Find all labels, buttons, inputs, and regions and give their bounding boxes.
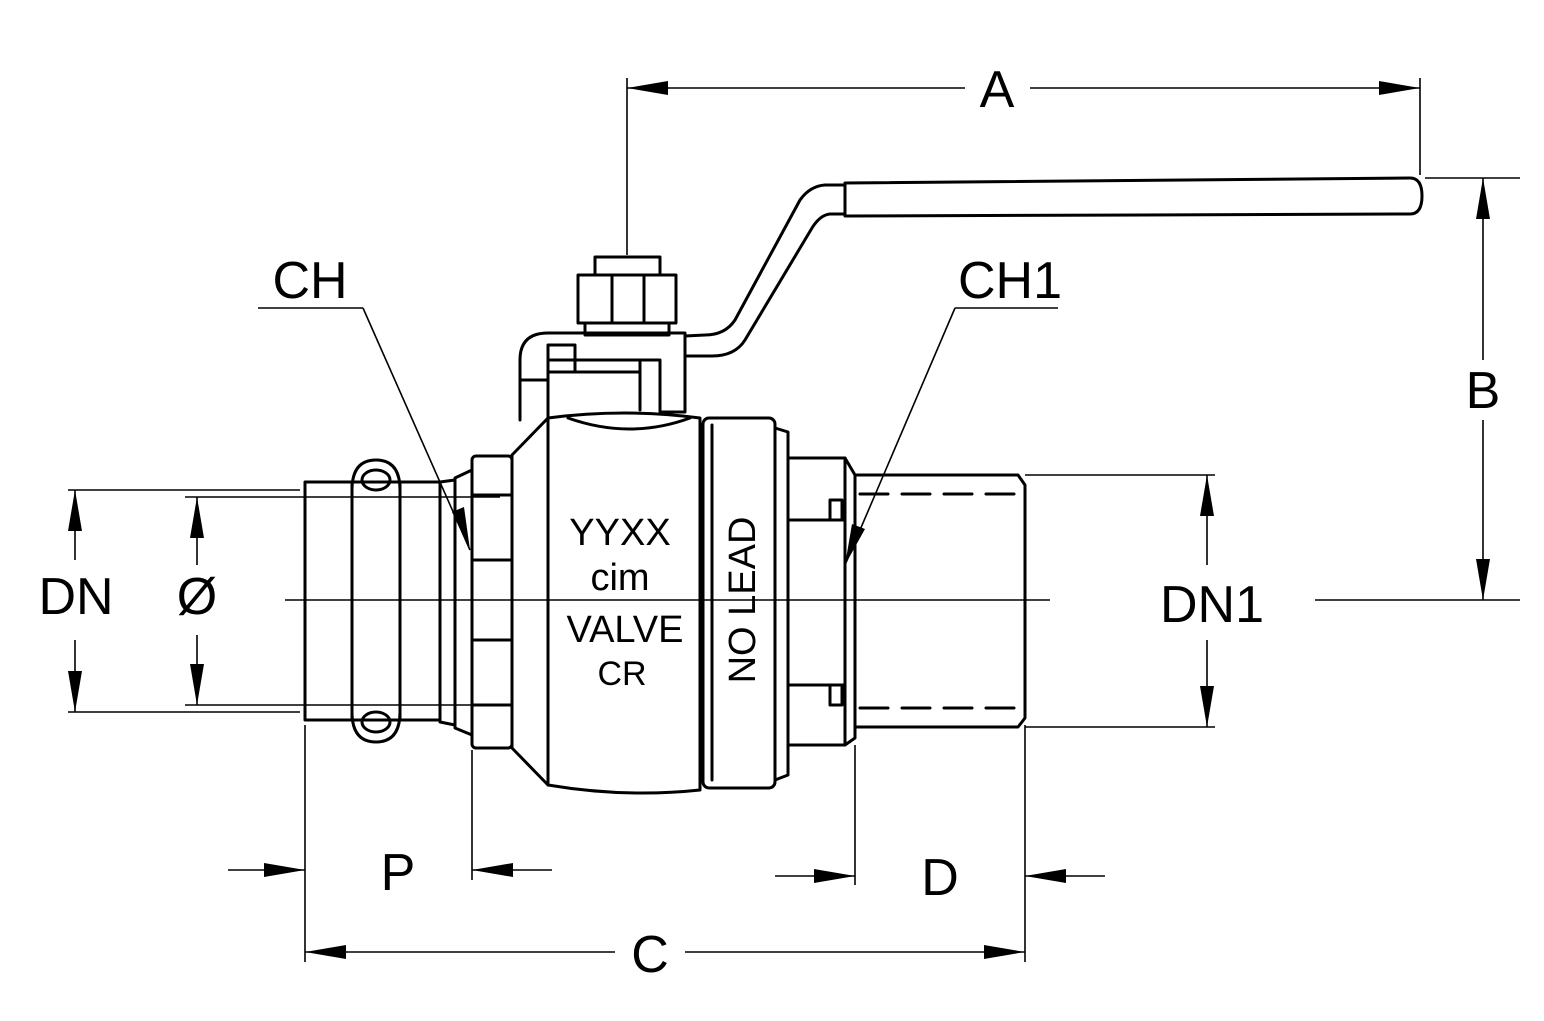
valve-body (510, 411, 702, 795)
body-markings: YYXX cim VALVE CR NO LEAD (567, 512, 764, 693)
dimension-c: C (304, 725, 1026, 984)
label-p: P (381, 844, 416, 902)
label-ch: CH (272, 252, 347, 310)
callout-ch: CH (258, 252, 471, 551)
dimension-d: D (775, 745, 1105, 907)
label-diameter: Ø (177, 568, 217, 626)
label-dn: DN (38, 568, 113, 626)
lever-handle (683, 176, 1424, 358)
marking-no-lead: NO LEAD (722, 517, 764, 684)
label-dn1: DN1 (1160, 576, 1264, 634)
dimension-dn: DN (38, 489, 300, 713)
dimension-b: B (1315, 177, 1520, 601)
marking-brand: cim (590, 557, 649, 599)
label-ch1: CH1 (958, 252, 1062, 310)
male-thread-end (853, 473, 1027, 729)
dimension-a: A (626, 61, 1421, 255)
dimension-p: P (228, 750, 552, 902)
callout-ch1: CH1 (844, 252, 1062, 566)
label-c: C (631, 926, 669, 984)
body-ring (701, 416, 790, 790)
dimension-diameter: Ø (177, 496, 500, 706)
press-fitting (303, 458, 442, 744)
label-b: B (1466, 362, 1501, 420)
right-hex (786, 456, 857, 747)
label-a: A (980, 61, 1015, 119)
lever-bracket (518, 331, 687, 422)
dimension-dn1: DN1 (1025, 474, 1264, 728)
label-d: D (921, 849, 959, 907)
stem-nut (576, 255, 678, 337)
marking-valve: VALVE (567, 609, 684, 651)
marking-date-code: YYXX (569, 512, 670, 554)
marking-cr: CR (597, 655, 646, 693)
